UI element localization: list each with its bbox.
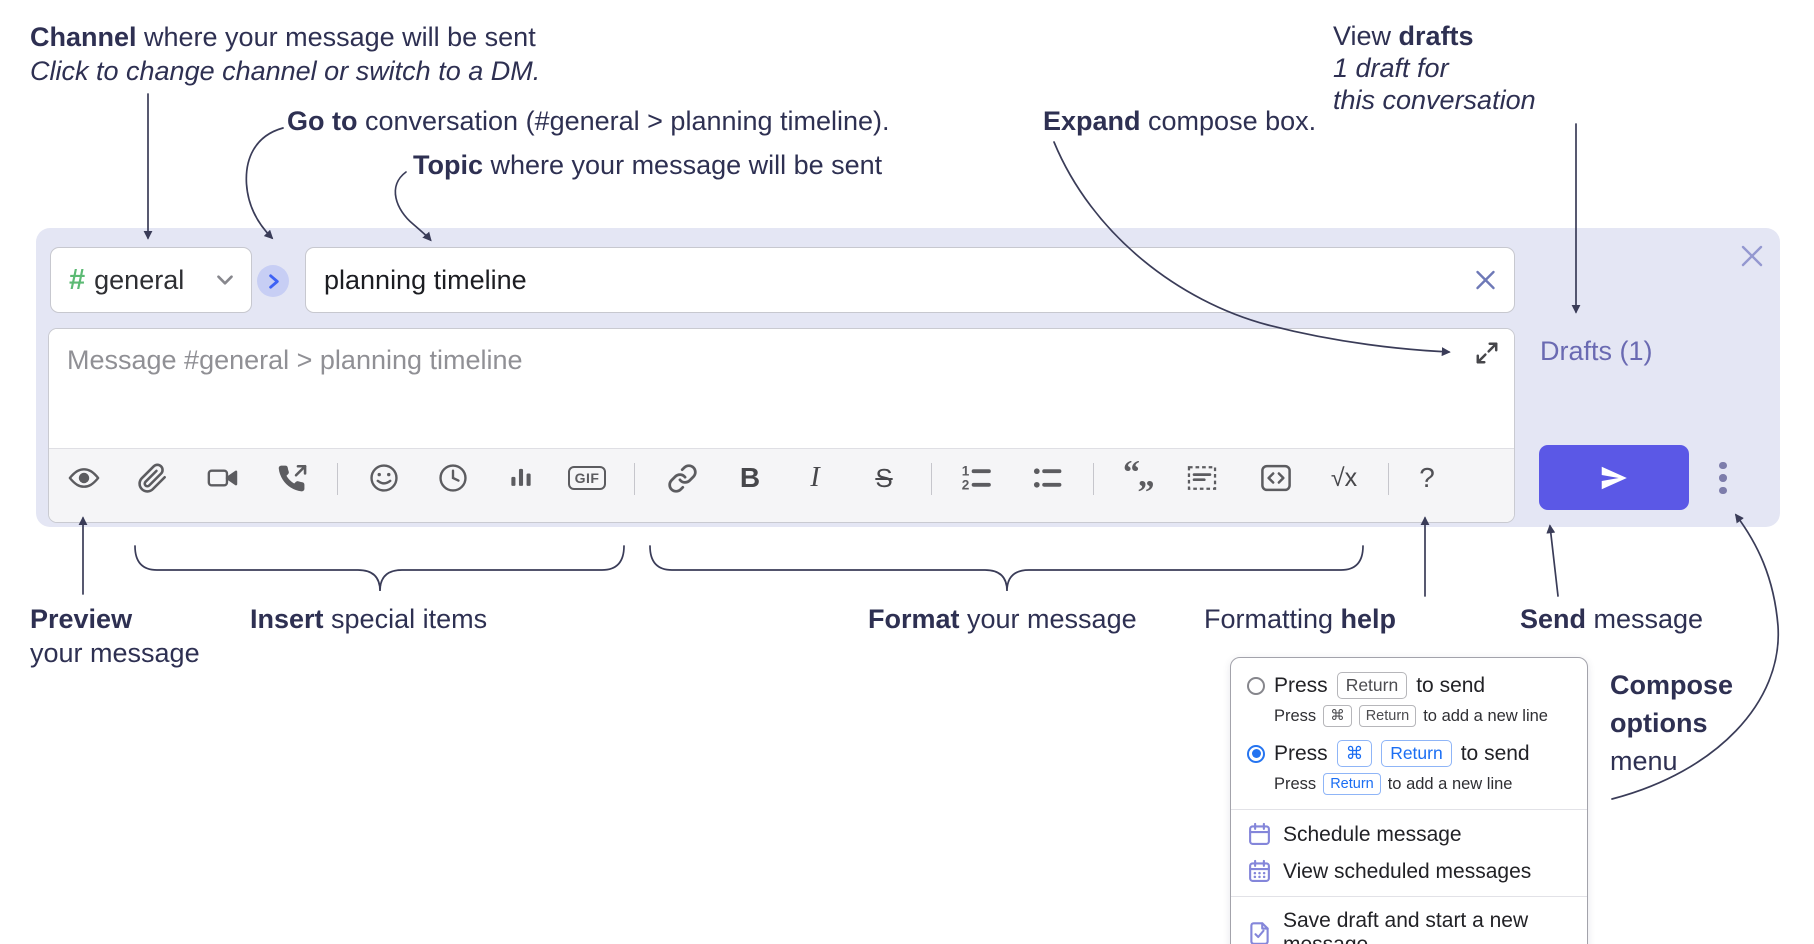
annotation-format: Format your message <box>868 604 1137 634</box>
svg-text:2: 2 <box>962 477 970 492</box>
return-key: Return <box>1323 773 1381 795</box>
topic-input[interactable]: planning timeline <box>305 247 1515 313</box>
radio-unselected-icon[interactable] <box>1247 676 1265 695</box>
cmd-key: ⌘ <box>1336 740 1373 767</box>
cmd-key: ⌘ <box>1323 705 1352 727</box>
compose-options-ellipsis-icon[interactable] <box>1713 461 1733 495</box>
annotation-compose-options: Compose options menu <box>1610 670 1734 776</box>
compose-box: # general planning timeline Message #gen… <box>36 228 1780 527</box>
preview-icon[interactable] <box>66 459 102 497</box>
svg-text:“: “ <box>1123 461 1140 492</box>
toolbar-divider <box>634 463 635 495</box>
video-call-icon[interactable] <box>205 459 241 497</box>
close-compose-icon[interactable] <box>1738 242 1766 273</box>
svg-text:„: „ <box>1138 461 1155 494</box>
drafts-link[interactable]: Drafts (1) <box>1540 336 1653 366</box>
attach-file-icon[interactable] <box>134 459 170 497</box>
annotation-channel-rest: where your message will be sent <box>136 22 536 52</box>
svg-text:1: 1 <box>962 464 970 479</box>
option-return-to-send[interactable]: Press Return to send <box>1231 667 1587 704</box>
annotation-topic: Topic where your message will be sent <box>413 150 883 180</box>
gif-icon[interactable]: GIF <box>565 459 609 497</box>
annotation-channel-sub: Click to change channel or switch to a D… <box>30 56 541 86</box>
send-plane-icon <box>1598 462 1630 494</box>
message-panel: Message #general > planning timeline <box>48 328 1515 523</box>
annotation-insert: Insert special items <box>250 604 488 634</box>
go-to-conversation-button[interactable] <box>257 265 289 297</box>
channel-hash-icon: # <box>69 263 86 296</box>
menu-item-save-draft[interactable]: Save draft and start a new message <box>1231 903 1587 944</box>
bulleted-list-icon[interactable] <box>1029 459 1065 497</box>
option-cmd-return-to-send[interactable]: Press ⌘ Return to send <box>1231 735 1587 772</box>
toolbar-divider <box>931 463 932 495</box>
annotation-view-drafts: View drafts 1 draft for this conversatio… <box>1333 21 1536 115</box>
voice-call-icon[interactable] <box>273 459 309 497</box>
menu-item-view-scheduled[interactable]: View scheduled messages <box>1231 853 1587 890</box>
strikethrough-icon[interactable]: S <box>866 459 902 497</box>
emoji-icon[interactable] <box>366 459 402 497</box>
poll-icon[interactable] <box>503 459 539 497</box>
radio-selected-icon[interactable] <box>1247 744 1265 763</box>
annotation-channel: Channel where your message will be sent … <box>30 20 540 88</box>
formatting-help-icon[interactable]: ? <box>1409 459 1445 497</box>
return-key: Return <box>1336 672 1408 699</box>
annotation-send: Send message <box>1520 604 1704 634</box>
global-time-icon[interactable] <box>435 459 471 497</box>
message-input[interactable]: Message #general > planning timeline <box>49 329 1514 448</box>
menu-item-schedule-message[interactable]: Schedule message <box>1231 816 1587 853</box>
send-button[interactable] <box>1539 445 1689 510</box>
menu-divider <box>1231 809 1587 810</box>
annotation-preview: Preview your message <box>30 604 200 668</box>
calendar-icon <box>1247 822 1272 847</box>
chevron-right-icon <box>264 272 283 291</box>
italic-icon[interactable]: I <box>797 459 833 497</box>
clear-topic-icon[interactable] <box>1473 268 1498 293</box>
document-check-icon <box>1247 921 1272 944</box>
topic-value: planning timeline <box>324 264 527 295</box>
quote-icon[interactable]: “„ <box>1122 459 1158 497</box>
channel-name: general <box>94 264 185 295</box>
return-key: Return <box>1381 740 1452 767</box>
annotation-formatting-help: Formatting help <box>1204 604 1397 634</box>
spoiler-icon[interactable] <box>1184 459 1220 497</box>
menu-divider <box>1231 896 1587 897</box>
link-icon[interactable] <box>664 459 700 497</box>
return-key: Return <box>1358 705 1417 727</box>
bold-icon[interactable]: B <box>732 459 768 497</box>
toolbar-divider <box>1388 463 1389 495</box>
code-icon[interactable] <box>1258 459 1294 497</box>
annotation-expand: Expand compose box. <box>1043 106 1317 136</box>
channel-selector[interactable]: # general <box>50 247 252 313</box>
option-cmd-return-to-send-hint: Press Return to add a new line <box>1231 772 1587 803</box>
expand-compose-icon[interactable] <box>1474 340 1500 369</box>
annotation-channel-bold: Channel <box>30 22 137 52</box>
chevron-down-icon <box>213 268 237 292</box>
message-placeholder: Message #general > planning timeline <box>67 345 523 375</box>
option-return-to-send-hint: Press ⌘ Return to add a new line <box>1231 704 1587 735</box>
toolbar-divider <box>337 463 338 495</box>
toolbar-divider <box>1093 463 1094 495</box>
math-icon[interactable]: √x <box>1322 459 1366 497</box>
annotation-goto: Go to conversation (#general > planning … <box>287 106 890 136</box>
compose-options-menu: Press Return to send Press ⌘ Return to a… <box>1230 657 1588 944</box>
calendar-grid-icon <box>1247 859 1272 884</box>
